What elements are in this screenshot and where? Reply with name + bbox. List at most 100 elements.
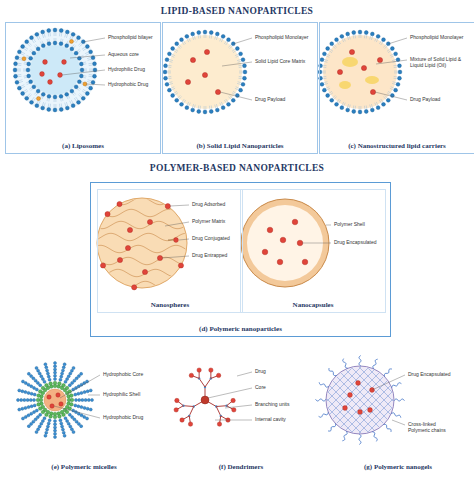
leader-line (326, 225, 331, 226)
lipid-head (47, 42, 51, 46)
polymer-matrix (96, 197, 188, 288)
lipid-head (330, 42, 334, 46)
polymer-chain (96, 221, 188, 228)
lipid-head (79, 62, 83, 66)
chain-bead (24, 382, 27, 385)
chain-bead (54, 374, 57, 377)
aqueous-core (30, 45, 80, 95)
drug-dot (204, 49, 209, 54)
chain-bead (62, 366, 65, 369)
callout-label: Drug (255, 369, 266, 375)
lipid-head (322, 52, 326, 56)
drug-dot (262, 249, 268, 255)
mesh-line (336, 360, 416, 440)
lipid-head (330, 98, 334, 102)
hydrophilic-bead (65, 410, 69, 414)
polymer-chain (383, 424, 391, 432)
lipid-head (221, 34, 225, 38)
hydrophilic-bead (49, 415, 53, 419)
chain-bead (18, 389, 21, 392)
oil-droplet (339, 81, 351, 89)
callout-label: Drug Adsorbed (192, 202, 225, 208)
lipid-head (180, 38, 184, 42)
chain-bead (24, 406, 27, 409)
lipid-head (358, 30, 362, 34)
drug-dot (277, 259, 283, 265)
branch (205, 378, 211, 387)
chain-bead (21, 380, 24, 383)
chain-bead (30, 392, 33, 395)
chain-bead (60, 422, 63, 425)
lipid-head (32, 51, 36, 55)
drug-dot (48, 80, 53, 85)
leader-line (388, 38, 407, 44)
lipid-head (41, 92, 45, 96)
mesh-line (256, 360, 336, 440)
leader-line (392, 420, 405, 425)
lipid-head (53, 28, 57, 32)
lipid-head (235, 47, 239, 51)
mesh-line (264, 360, 344, 440)
drug-dot (217, 422, 221, 426)
chain-bead (68, 413, 71, 416)
chain-bead (24, 415, 27, 418)
chain-bead (54, 365, 57, 368)
leader-line (222, 62, 252, 66)
lipid-head (209, 31, 213, 35)
chain-bead (86, 407, 89, 410)
hydrophilic-bead (53, 415, 57, 419)
panel-caption: (a) Liposomes (6, 142, 160, 150)
chain-bead (30, 375, 33, 378)
lipid-head (65, 92, 69, 96)
panel: (g) Polymeric nanogels (319, 348, 474, 474)
lipid-head (71, 32, 75, 36)
lipid-head (165, 58, 169, 62)
solid-lipid-core (168, 35, 242, 109)
polymer-chain (96, 257, 188, 264)
chain-bead (87, 399, 90, 402)
panel: (b) Solid Lipid Nanoparticles (162, 22, 318, 154)
panel: (a) Liposomes (5, 22, 161, 154)
polymer-chain (391, 413, 401, 418)
drug-dot (358, 410, 363, 415)
leader-line (54, 406, 100, 418)
chain-bead (36, 416, 39, 419)
lipid-head (89, 86, 93, 90)
chain-bead (45, 431, 48, 434)
chain-bead (54, 423, 57, 426)
drug-dot (185, 79, 190, 84)
lipid-head (167, 88, 171, 92)
leader-line (375, 92, 407, 100)
drug-dot (267, 227, 273, 233)
chain-bead (61, 369, 64, 372)
conjugate-link (168, 240, 174, 241)
drug-dot (180, 418, 184, 422)
panel-caption: (d) Polymeric nanoparticles (91, 325, 390, 333)
lipid-head (30, 100, 34, 104)
chain-bead (33, 411, 36, 414)
drug-dot (40, 72, 45, 77)
drug-dot (147, 219, 152, 224)
lipid-head (74, 85, 78, 89)
lipid-head (394, 52, 398, 56)
chain-bead (61, 425, 64, 428)
drug-dot (100, 263, 105, 268)
leader-line (215, 420, 252, 421)
chain-bead (63, 363, 66, 366)
chain-bead (21, 390, 24, 393)
chain-bead (41, 419, 44, 422)
lipid-head (47, 29, 51, 33)
chain-bead (47, 375, 50, 378)
panel-caption: (c) Nanostructured lipid carriers (320, 142, 474, 150)
chain-bead (37, 428, 40, 431)
mesh-line (400, 360, 474, 440)
lipid-head (65, 30, 69, 34)
drug-dot (47, 395, 51, 399)
chain-bead (54, 371, 57, 374)
chain-bead (23, 399, 26, 402)
leader-line (302, 243, 331, 244)
leader-line (237, 372, 252, 376)
lipid-head (70, 89, 74, 93)
leader-line (60, 375, 100, 398)
hydrophilic-bead (45, 413, 49, 417)
